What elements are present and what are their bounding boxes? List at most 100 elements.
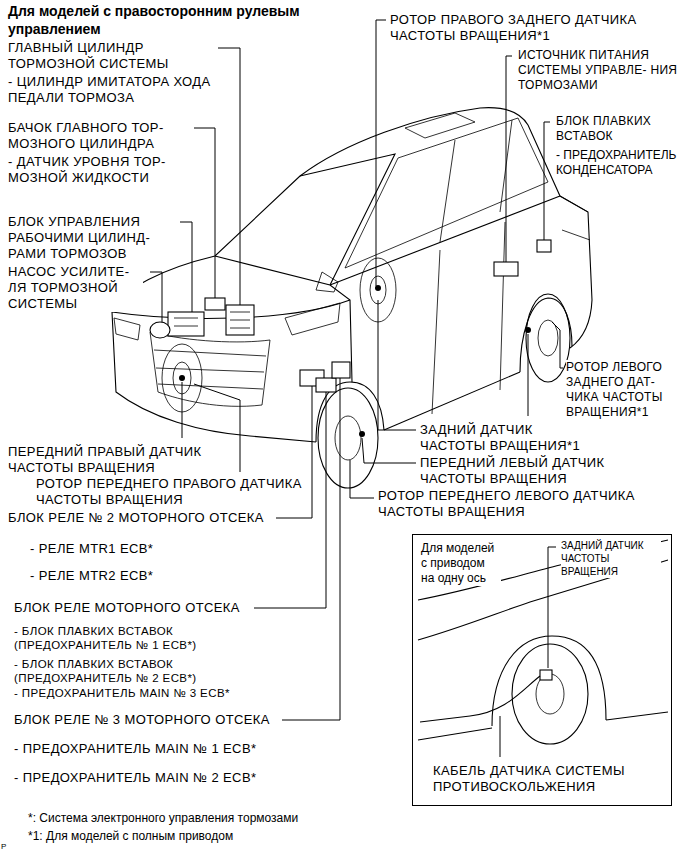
car-body [316,272,338,292]
label-slot: БЛОК РЕЛЕ № 3 МОТОРНОГО ОТСЕКА [14,712,270,728]
label-slot: - РЕЛЕ MTR2 ECB* [30,568,153,584]
part-label: ГЛАВНЫЙ ЦИЛИНДР ТОРМОЗНОЙ СИСТЕМЫ [8,40,213,72]
inset-illustration [540,670,552,680]
inset-illustration [418,540,668,600]
part-label: ПЕРЕДНИЙ ЛЕВЫЙ ДАТЧИК ЧАСТОТЫ ВРАЩЕНИЯ [420,455,650,487]
inset-illustration [606,712,668,720]
leader-line [194,128,215,298]
part-label: ПЕРЕДНИЙ ПРАВЫЙ ДАТЧИК ЧАСТОТЫ ВРАЩЕНИЯ [8,444,223,476]
part-label: РОТОР ЛЕВОГО ЗАДНЕГО ДАТ- ЧИКА ЧАСТОТЫ В… [566,360,686,420]
car-body [500,222,505,390]
brake-component [150,322,170,338]
inset-box: Для моделей с приводом на одну ось ЗАДНИЙ… [412,534,672,806]
label-slot: КАБЕЛЬ ДАТЧИКА СИСТЕМЫ ПРОТИВОСКОЛЬЖЕНИЯ [433,763,663,795]
part-label: - ПРЕДОХРАНИТЕЛЬ MAIN № 1 ECB* [14,741,256,757]
car-body [114,318,140,340]
label-slot: Для моделей с правосторонним рулевым упр… [8,2,353,38]
footnote: *1: Для моделей с полным приводом [28,829,233,844]
label-slot: РОТОР ЛЕВОГО ЗАДНЕГО ДАТ- ЧИКА ЧАСТОТЫ В… [566,360,686,420]
brake-component [537,240,551,252]
leader-line [506,56,512,262]
brake-component [226,305,254,335]
part-label: РОТОР ПРАВОГО ЗАДНЕГО ДАТЧИКА ЧАСТОТЫ ВР… [390,12,682,44]
wheel [318,388,378,488]
part-label: - РЕЛЕ MTR2 ECB* [30,568,153,584]
inset-illustration [512,644,588,744]
part-label: - РЕЛЕ MTR1 ECB* [30,541,153,557]
wheel [335,416,361,460]
part-label: ЗАДНИЙ ДАТЧИК ЧАСТОТЫ ВРАЩЕНИЯ*1 [420,422,602,454]
part-label: - ЦИЛИНДР ИМИТАТОРА ХОДА ПЕДАЛИ ТОРМОЗА [8,74,223,106]
label-slot: ПЕРЕДНИЙ ЛЕВЫЙ ДАТЧИК ЧАСТОТЫ ВРАЩЕНИЯ [420,455,650,487]
label-slot: ИСТОЧНИК ПИТАНИЯ СИСТЕМЫ УПРАВЛЕ- НИЯ ТО… [518,48,683,93]
car-body [345,118,548,268]
label-slot: - ЦИЛИНДР ИМИТАТОРА ХОДА ПЕДАЛИ ТОРМОЗА [8,74,223,106]
part-label: - ПРЕДОХРАНИТЕЛЬ MAIN № 3 ECB* [14,686,230,700]
label-slot: P [1,842,6,852]
part-label: БЛОК ПЛАВКИХ ВСТАВОК [556,114,684,144]
part-label: - БЛОК ПЛАВКИХ ВСТАВОК (ПРЕДОХРАНИТЕЛЬ №… [14,657,294,685]
label-slot: РОТОР ПЕРЕДНЕГО ПРАВОГО ДАТЧИКА ЧАСТОТЫ … [36,476,306,508]
leader-line [350,460,374,498]
label-slot: НАСОС УСИЛИТЕ- ЛЯ ТОРМОЗНОЙ СИСТЕМЫ [8,264,143,312]
brake-component [316,378,336,392]
label-slot: - ПРЕДОХРАНИТЕЛЬ MAIN № 1 ECB* [14,741,256,757]
diagram-title: Для моделей с правосторонним рулевым упр… [8,2,353,38]
wheel [526,294,570,382]
part-label: НАСОС УСИЛИТЕ- ЛЯ ТОРМОЗНОЙ СИСТЕМЫ [8,264,143,312]
part-label: БАЧОК ГЛАВНОГО ТОР- МОЗНОГО ЦИЛИНДРА [8,120,188,152]
car-body [440,140,455,242]
inset-illustration [420,676,540,722]
leader-line [528,334,529,416]
inset-illustration [492,636,606,726]
brake-component [525,327,531,333]
brake-component [230,312,250,328]
leader-line [376,20,386,286]
label-slot: БЛОК РЕЛЕ МОТОРНОГО ОТСЕКА [14,600,240,616]
label-slot: - БЛОК ПЛАВКИХ ВСТАВОК (ПРЕДОХРАНИТЕЛЬ №… [14,624,294,652]
label-slot: ЗАДНИЙ ДАТЧИК ЧАСТОТЫ ВРАЩЕНИЯ [561,539,661,578]
label-slot: РОТОР ПРАВОГО ЗАДНЕГО ДАТЧИКА ЧАСТОТЫ ВР… [390,12,682,44]
label-slot: - ПРЕДОХРАНИТЕЛЬ MAIN № 3 ECB* [14,686,230,700]
brake-component [359,431,365,437]
leader-line [544,122,550,240]
wheel [370,276,386,304]
inset-illustration [418,540,668,757]
brake-component [494,262,518,276]
car-body [154,350,266,389]
brake-component [332,362,350,378]
label-slot: БАЧОК ГЛАВНОГО ТОР- МОЗНОГО ЦИЛИНДРА [8,120,188,152]
brake-component [168,312,204,336]
part-label: - ПРЕДОХРАНИТЕЛЬ КОНДЕНСАТОРА [556,148,686,178]
label-slot: РОТОР ПЕРЕДНЕГО ЛЕВОГО ДАТЧИКА ЧАСТОТЫ В… [378,488,683,520]
leader-line [362,438,416,463]
label-slot: Для моделей с приводом на одну ось [421,541,501,586]
car-body [405,113,475,138]
label-slot: *: Система электронного управления тормо… [28,811,298,826]
label-slot: ПЕРЕДНИЙ ПРАВЫЙ ДАТЧИК ЧАСТОТЫ ВРАЩЕНИЯ [8,444,223,476]
label-slot: БЛОК УПРАВЛЕНИЯ РАБОЧИМИ ЦИЛИНД- РАМИ ТО… [8,214,173,262]
label-slot: - БЛОК ПЛАВКИХ ВСТАВОК (ПРЕДОХРАНИТЕЛЬ №… [14,657,294,685]
inset-heading: Для моделей с приводом на одну ось [421,541,501,586]
leader-line [552,322,563,368]
part-label: БЛОК РЕЛЕ МОТОРНОГО ОТСЕКА [14,600,240,616]
car-body [560,196,590,240]
car-body [112,312,316,442]
label-slot: БЛОК ПЛАВКИХ ВСТАВОК [556,114,684,144]
label-slot: - РЕЛЕ MTR1 ECB* [30,541,153,557]
label-slot: ГЛАВНЫЙ ЦИЛИНДР ТОРМОЗНОЙ СИСТЕМЫ [8,40,213,72]
inset-illustration [418,728,492,740]
inset-illustration [548,547,556,668]
part-label: БЛОК УПРАВЛЕНИЯ РАБОЧИМИ ЦИЛИНД- РАМИ ТО… [8,214,173,262]
part-label: - ПРЕДОХРАНИТЕЛЬ MAIN № 2 ECB* [14,770,256,786]
label-slot: БЛОК РЕЛЕ № 2 МОТОРНОГО ОТСЕКА [8,510,264,526]
leader-line [180,222,192,312]
car-body [330,196,560,285]
part-label: РОТОР ПЕРЕДНЕГО ПРАВОГО ДАТЧИКА ЧАСТОТЫ … [36,476,306,508]
leader-line [378,300,416,430]
part-label: КАБЕЛЬ ДАТЧИКА СИСТЕМЫ ПРОТИВОСКОЛЬЖЕНИЯ [433,763,663,795]
label-slot: *1: Для моделей с полным приводом [28,829,233,844]
brake-component [150,240,551,437]
inset-illustration [500,716,501,757]
